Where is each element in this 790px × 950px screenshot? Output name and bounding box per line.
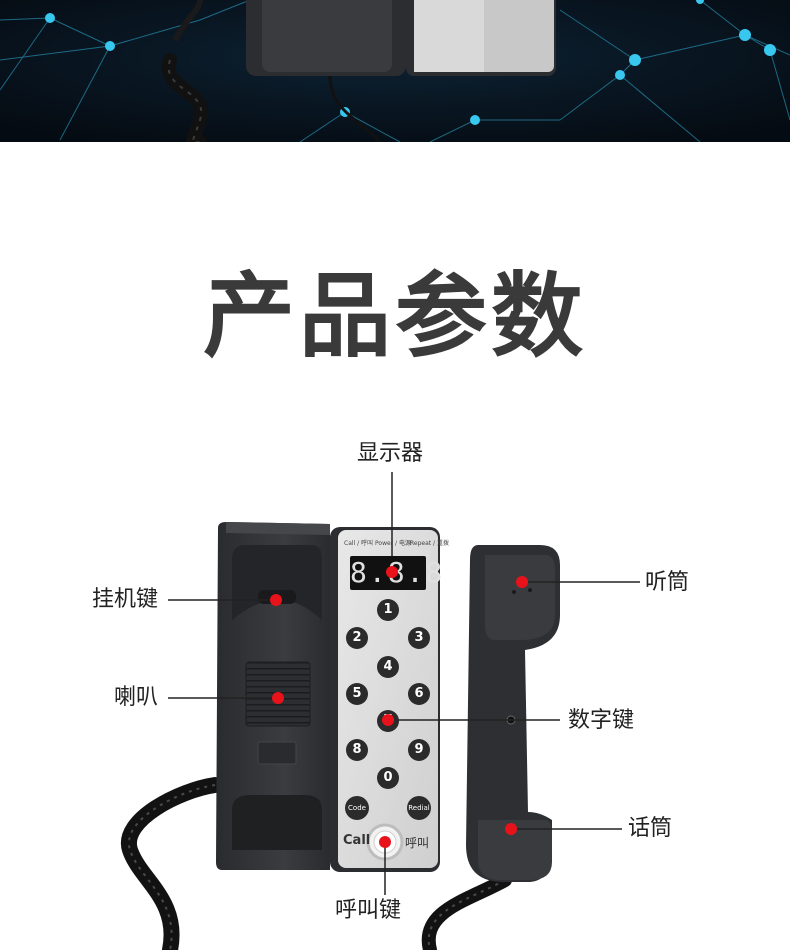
- marker-earpiece: [516, 576, 528, 588]
- call-label-cn: 呼叫: [405, 836, 430, 850]
- call-label: Call: [343, 833, 371, 848]
- network-lines: [0, 0, 790, 142]
- banner-phone: [161, 0, 556, 142]
- label-mouthpiece: 话筒: [628, 816, 673, 841]
- label-display: 显示器: [357, 441, 424, 466]
- pointer-lines: [168, 472, 640, 895]
- label-hook-key: 挂机键: [92, 587, 159, 612]
- key-6[interactable]: 6: [408, 683, 430, 705]
- top-banner: [0, 0, 790, 142]
- label-speaker: 喇叭: [114, 685, 159, 710]
- network-background: [0, 0, 790, 142]
- marker-mouthpiece: [505, 823, 517, 835]
- panel-tag-power: Power / 电源: [375, 540, 411, 547]
- section-title: 产品参数: [202, 263, 587, 370]
- marker-hook-key: [270, 594, 282, 606]
- key-8[interactable]: 8: [346, 739, 368, 761]
- label-call-key: 呼叫键: [335, 898, 402, 923]
- handset: [466, 545, 560, 882]
- marker-number-keys: [382, 714, 394, 726]
- panel-tag-repeat: Repeat / 重拨: [410, 540, 449, 547]
- coiled-cord-right: [421, 873, 512, 950]
- redial-key[interactable]: Redial: [407, 796, 431, 820]
- key-2[interactable]: 2: [346, 627, 368, 649]
- key-3[interactable]: 3: [408, 627, 430, 649]
- marker-call-key: [379, 836, 391, 848]
- panel-tag-call: Call / 呼叫: [344, 540, 374, 547]
- key-panel: [330, 527, 440, 872]
- label-number-keys: 数字键: [568, 708, 635, 733]
- key-5[interactable]: 5: [346, 683, 368, 705]
- key-9[interactable]: 9: [408, 739, 430, 761]
- key-4[interactable]: 4: [377, 656, 399, 678]
- marker-speaker: [272, 692, 284, 704]
- key-0[interactable]: 0: [377, 767, 399, 789]
- coiled-cord-left: [120, 777, 223, 950]
- code-key[interactable]: Code: [345, 796, 369, 820]
- label-earpiece: 听筒: [645, 570, 690, 595]
- key-1[interactable]: 1: [377, 599, 399, 621]
- marker-display: [386, 566, 398, 578]
